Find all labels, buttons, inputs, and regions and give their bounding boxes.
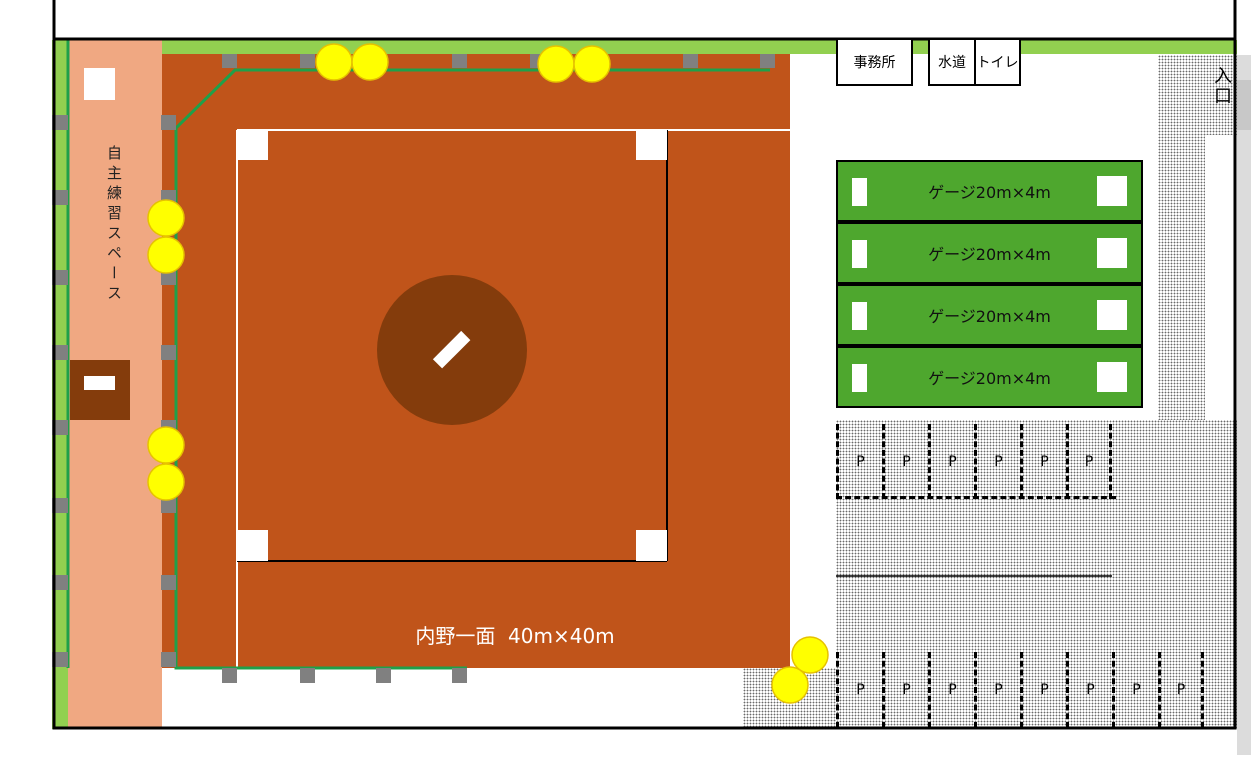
toilet-label: トイレ	[976, 55, 1019, 71]
parking-space: P	[836, 652, 882, 728]
base-home	[237, 130, 268, 160]
post	[52, 345, 68, 360]
entrance-white-patch	[1205, 135, 1237, 420]
light-icon	[573, 45, 611, 83]
post	[52, 498, 68, 513]
post	[52, 190, 68, 205]
parking-space: P	[928, 424, 974, 499]
light-icon	[771, 666, 809, 704]
post	[300, 668, 315, 683]
post	[161, 498, 176, 513]
fence-posts	[52, 54, 775, 683]
right-edge-strip-dark	[1237, 80, 1251, 130]
post	[161, 115, 176, 130]
cage-label: ゲージ20m×4m	[928, 307, 1051, 326]
light-icon	[315, 43, 353, 81]
left-grass-strip	[52, 40, 68, 729]
site-border	[52, 0, 1237, 730]
post	[52, 652, 68, 667]
parking-space: P	[1158, 652, 1204, 728]
practice-plate	[84, 376, 115, 390]
base-third	[237, 530, 268, 561]
post	[760, 54, 775, 68]
post	[300, 54, 315, 68]
post	[452, 54, 467, 68]
pitcher-plate	[432, 330, 471, 369]
post	[452, 668, 467, 683]
water-label: 水道	[938, 55, 966, 71]
base-first	[636, 130, 667, 160]
entrance-label: 入口	[1211, 66, 1232, 106]
post	[222, 668, 237, 683]
batting-cage: ゲージ20m×4m	[836, 160, 1143, 222]
light-icon	[147, 426, 185, 464]
batting-cage: ゲージ20m×4m	[836, 222, 1143, 284]
batting-cage: ゲージ20m×4m	[836, 284, 1143, 346]
building-toilet: トイレ	[974, 38, 1021, 86]
parking-space: P	[974, 652, 1020, 728]
cage-label: ゲージ20m×4m	[928, 245, 1051, 264]
post	[52, 575, 68, 590]
parking-space: P	[1020, 652, 1066, 728]
post	[52, 270, 68, 285]
light-icon	[147, 463, 185, 501]
parking-lot	[836, 420, 1237, 729]
parking-space: P	[928, 652, 974, 728]
post	[222, 54, 237, 68]
office-label: 事務所	[853, 55, 896, 71]
batting-cage: ゲージ20m×4m	[836, 346, 1143, 408]
right-edge-strip	[1237, 55, 1251, 755]
post	[161, 345, 176, 360]
light-icon	[147, 236, 185, 274]
parking-space: P	[836, 424, 882, 499]
building-office: 事務所	[836, 38, 913, 86]
parking-space: P	[1066, 424, 1112, 499]
post	[161, 270, 176, 285]
light-icon	[147, 199, 185, 237]
post	[161, 575, 176, 590]
parking-space: P	[882, 424, 928, 499]
parking-space: P	[1020, 424, 1066, 499]
infield-label: 内野一面 40m×40m	[415, 624, 614, 648]
parking-space: P	[974, 424, 1020, 499]
practice-space-label: 自主練習スペース	[105, 145, 123, 305]
parking-space: P	[882, 652, 928, 728]
post	[161, 652, 176, 667]
post	[52, 115, 68, 130]
building-water: 水道	[928, 38, 976, 86]
parking-space: P	[1112, 652, 1158, 728]
cage-label: ゲージ20m×4m	[928, 183, 1051, 202]
parking-space: P	[1066, 652, 1112, 728]
post	[376, 668, 391, 683]
practice-white-square	[84, 68, 115, 100]
post	[52, 420, 68, 435]
light-icon	[791, 636, 829, 674]
light-icon	[351, 43, 389, 81]
post	[683, 54, 698, 68]
light-icon	[537, 45, 575, 83]
cage-label: ゲージ20m×4m	[928, 369, 1051, 388]
base-second	[636, 530, 667, 561]
